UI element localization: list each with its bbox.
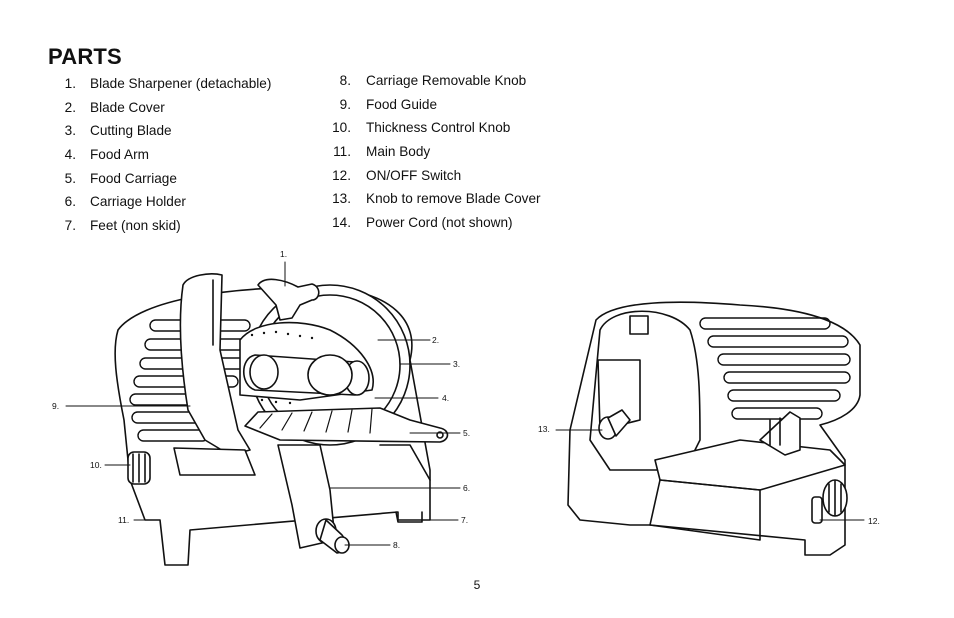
list-item: 5. Food Carriage <box>56 167 271 191</box>
rear-arm-ribs <box>769 417 781 446</box>
item-label: Thickness Control Knob <box>366 120 511 136</box>
slicer-rear-view <box>555 301 865 556</box>
item-label: Blade Sharpener (detachable) <box>90 76 272 91</box>
thickness-knob <box>127 451 151 485</box>
item-label: Food Arm <box>90 147 149 163</box>
list-item: 2. Blade Cover <box>56 96 271 120</box>
item-label: Carriage Holder <box>90 194 186 210</box>
list-item: 10. Thickness Control Knob <box>326 116 541 140</box>
callout-1: 1. <box>280 249 287 259</box>
list-item: 11. Main Body <box>326 140 541 164</box>
item-label: Feet (non skid) <box>90 218 181 234</box>
item-number: 8. <box>339 73 351 88</box>
list-item: 4. Food Arm <box>56 143 271 167</box>
food-guide <box>179 273 251 456</box>
list-item: 6. Carriage Holder <box>56 190 271 214</box>
rear-vents <box>699 317 851 420</box>
item-label: Cutting Blade <box>90 123 172 139</box>
item-label: Blade Cover <box>90 99 165 115</box>
item-label: Knob to remove Blade Cover <box>366 191 541 207</box>
item-number: 12. <box>332 167 351 183</box>
page-title: PARTS <box>48 44 122 69</box>
item-number: 1. <box>64 76 76 91</box>
item-number: 7. <box>64 218 76 234</box>
list-item: 8. Carriage Removable Knob <box>326 69 541 93</box>
blade-cover-knob <box>598 409 631 440</box>
slicer-front-view <box>65 261 461 566</box>
list-item: 3. Cutting Blade <box>56 119 271 143</box>
item-number: 9. <box>339 96 351 112</box>
item-number: 10. <box>332 120 351 136</box>
blade-cover-dots <box>250 330 314 405</box>
list-item: 14. Power Cord (not shown) <box>326 211 541 235</box>
item-label: Main Body <box>366 144 431 160</box>
callout-5: 5. <box>463 428 470 438</box>
list-item: 7. Feet (non skid) <box>56 214 271 238</box>
front-foot <box>395 511 423 523</box>
item-number: 14. <box>332 215 351 231</box>
callout-2: 2. <box>432 335 439 345</box>
item-number: 2. <box>64 99 76 115</box>
item-label: Carriage Removable Knob <box>366 73 527 88</box>
page-number: 5 <box>473 578 481 592</box>
callout-11: 11. <box>118 515 129 525</box>
rear-base-face <box>649 479 761 541</box>
item-number: 3. <box>64 123 76 139</box>
carriage-knob <box>315 518 350 554</box>
list-item: 9. Food Guide <box>326 93 541 117</box>
item-label: Food Guide <box>366 96 438 112</box>
carriage-ribs <box>259 408 373 434</box>
food-carriage <box>244 407 449 443</box>
callout-7: 7. <box>461 515 468 525</box>
food-arm-hub <box>307 354 353 396</box>
list-item: 13. Knob to remove Blade Cover <box>326 187 541 211</box>
callout-labels: 1. 2. 3. 4. 5. 6. 7. 8. 9. 10. 11. 12. 1… <box>52 249 880 550</box>
item-number: 5. <box>64 170 76 186</box>
callout-10: 10. <box>90 460 102 470</box>
callout-13: 13. <box>538 424 550 434</box>
leader-lines-front <box>65 261 461 546</box>
callout-3: 3. <box>453 359 460 369</box>
callout-8: 8. <box>393 540 400 550</box>
item-label: ON/OFF Switch <box>366 167 462 183</box>
callout-9: 9. <box>52 401 59 411</box>
food-arm-base <box>249 354 279 390</box>
list-item: 12. ON/OFF Switch <box>326 164 541 188</box>
item-number: 6. <box>64 194 76 210</box>
parts-list-left: 1. Blade Sharpener (detachable) 2. Blade C… <box>56 72 272 238</box>
item-number: 11. <box>333 144 351 160</box>
blade-sharpener <box>257 278 320 321</box>
parts-list-right: 8. Carriage Removable Knob 9. Food Guide 1… <box>326 69 541 235</box>
item-number: 13. <box>332 191 351 207</box>
rear-opening <box>597 359 641 431</box>
carriage-handle-end <box>436 431 444 439</box>
on-off-switch <box>811 479 848 524</box>
rear-cover-latch <box>629 315 649 335</box>
item-label: Power Cord (not shown) <box>366 215 513 231</box>
callout-6: 6. <box>463 483 470 493</box>
list-item: 1. Blade Sharpener (detachable) <box>56 72 272 96</box>
callout-4: 4. <box>442 393 449 403</box>
body-edge <box>379 444 431 481</box>
base-window <box>173 447 256 476</box>
callout-12: 12. <box>868 516 880 526</box>
item-label: Food Carriage <box>90 170 177 186</box>
item-number: 4. <box>64 147 76 163</box>
leader-lines-rear <box>555 429 865 521</box>
rear-body <box>567 301 861 556</box>
